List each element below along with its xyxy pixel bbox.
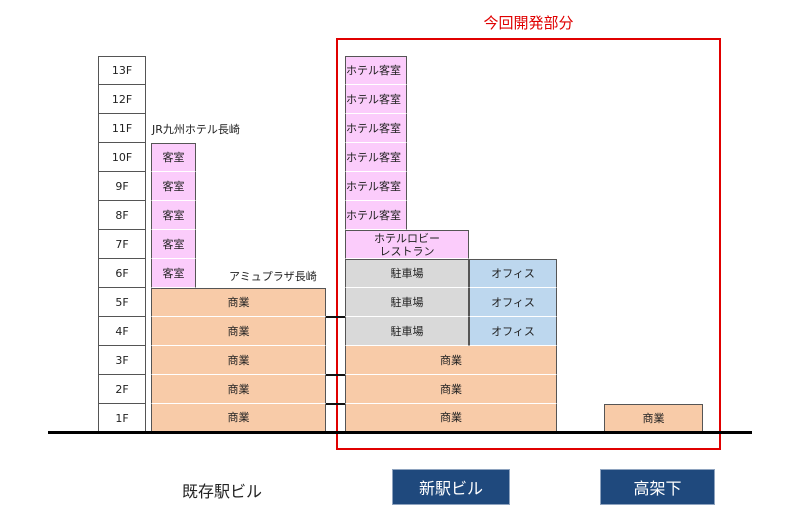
new-hotel-11f: ホテル客室 [345,114,407,143]
floor-label-8f: 8F [98,201,146,230]
floor-label-11f: 11F [98,114,146,143]
new-hotel-13f: ホテル客室 [345,56,407,85]
floor-label-9f: 9F [98,172,146,201]
existing-hotel-8f: 客室 [151,201,196,230]
floor-label-6f: 6F [98,259,146,288]
existing-hotel-10f: 客室 [151,143,196,172]
development-area-title: 今回開発部分 [483,14,574,32]
connector-2f [326,374,346,376]
hotel-name-label: JR九州ホテル長崎 [152,123,240,136]
new-parking-5f: 駐車場 [345,288,469,317]
ground-line [48,431,752,434]
existing-commercial-2f: 商業 [151,375,326,404]
existing-hotel-6f: 客室 [151,259,196,288]
new-commercial-3f: 商業 [345,346,557,375]
floor-label-4f: 4F [98,317,146,346]
new-parking-6f: 駐車場 [345,259,469,288]
new-hotel-10f: ホテル客室 [345,143,407,172]
new-office-6f: オフィス [469,259,557,288]
existing-commercial-3f: 商業 [151,346,326,375]
connector-1f [326,403,346,405]
floor-label-2f: 2F [98,375,146,404]
new-parking-4f: 駐車場 [345,317,469,346]
existing-building-label: 既存駅ビル [182,482,263,501]
new-building-label: 新駅ビル [392,469,510,505]
floor-label-5f: 5F [98,288,146,317]
new-office-4f: オフィス [469,317,557,346]
existing-hotel-7f: 客室 [151,230,196,259]
new-hotel-lobby-7f: ホテルロビー レストラン [345,230,469,259]
new-commercial-2f: 商業 [345,375,557,404]
development-area-box [336,38,721,450]
floor-label-1f: 1F [98,404,146,433]
new-office-5f: オフィス [469,288,557,317]
floor-label-7f: 7F [98,230,146,259]
elevated-label: 高架下 [600,469,715,505]
new-commercial-1f: 商業 [345,404,557,432]
existing-commercial-1f: 商業 [151,404,326,432]
connector-4f [326,316,346,318]
new-hotel-8f: ホテル客室 [345,201,407,230]
elevated-commercial-1f: 商業 [604,404,703,432]
floor-label-12f: 12F [98,85,146,114]
new-hotel-9f: ホテル客室 [345,172,407,201]
floor-label-3f: 3F [98,346,146,375]
floor-label-10f: 10F [98,143,146,172]
existing-hotel-9f: 客室 [151,172,196,201]
new-hotel-12f: ホテル客室 [345,85,407,114]
existing-commercial-5f: 商業 [151,288,326,317]
floor-label-13f: 13F [98,56,146,85]
mall-name-label: アミュプラザ長崎 [229,270,317,283]
existing-commercial-4f: 商業 [151,317,326,346]
